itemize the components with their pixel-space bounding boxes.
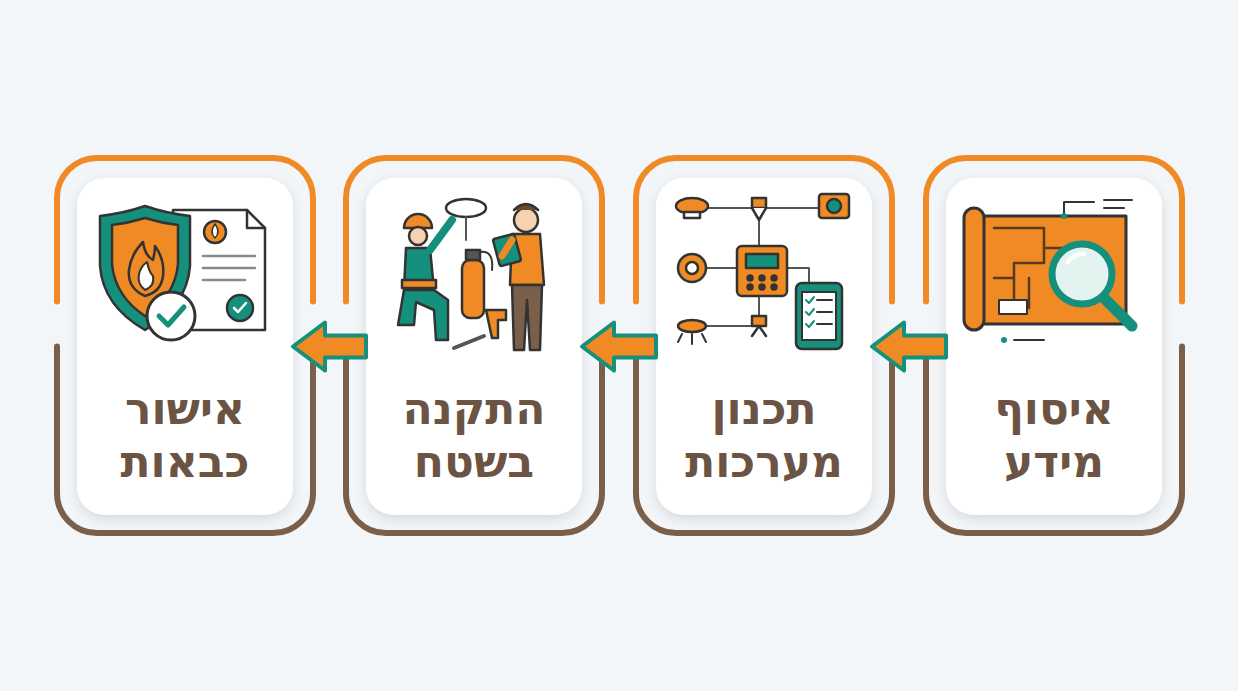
installation-icon — [398, 199, 544, 350]
blueprint-icon — [964, 200, 1132, 343]
step-label: אישור כבאות — [93, 383, 277, 489]
step-label: התקנה בשטח — [382, 383, 566, 489]
process-card: אישור כבאות — [77, 178, 293, 515]
approval-icon — [100, 206, 265, 340]
card-face — [366, 178, 582, 515]
card-frames — [57, 158, 1182, 533]
process-card: תכנון מערכות — [656, 178, 872, 515]
flow-arrow — [872, 323, 946, 371]
arrow-shape — [872, 323, 946, 371]
process-card: התקנה בשטח — [366, 178, 582, 515]
arrow-shape — [582, 323, 656, 371]
system-icon — [676, 194, 849, 349]
card-face — [656, 178, 872, 515]
step-label: תכנון מערכות — [672, 383, 856, 489]
card-face — [946, 178, 1162, 515]
flow-arrow — [293, 323, 366, 371]
step-label: איסוף מידע — [962, 383, 1146, 489]
card-face — [77, 178, 293, 515]
arrow-shape — [293, 323, 366, 371]
flow-arrow — [582, 323, 656, 371]
process-card: איסוף מידע — [946, 178, 1162, 515]
